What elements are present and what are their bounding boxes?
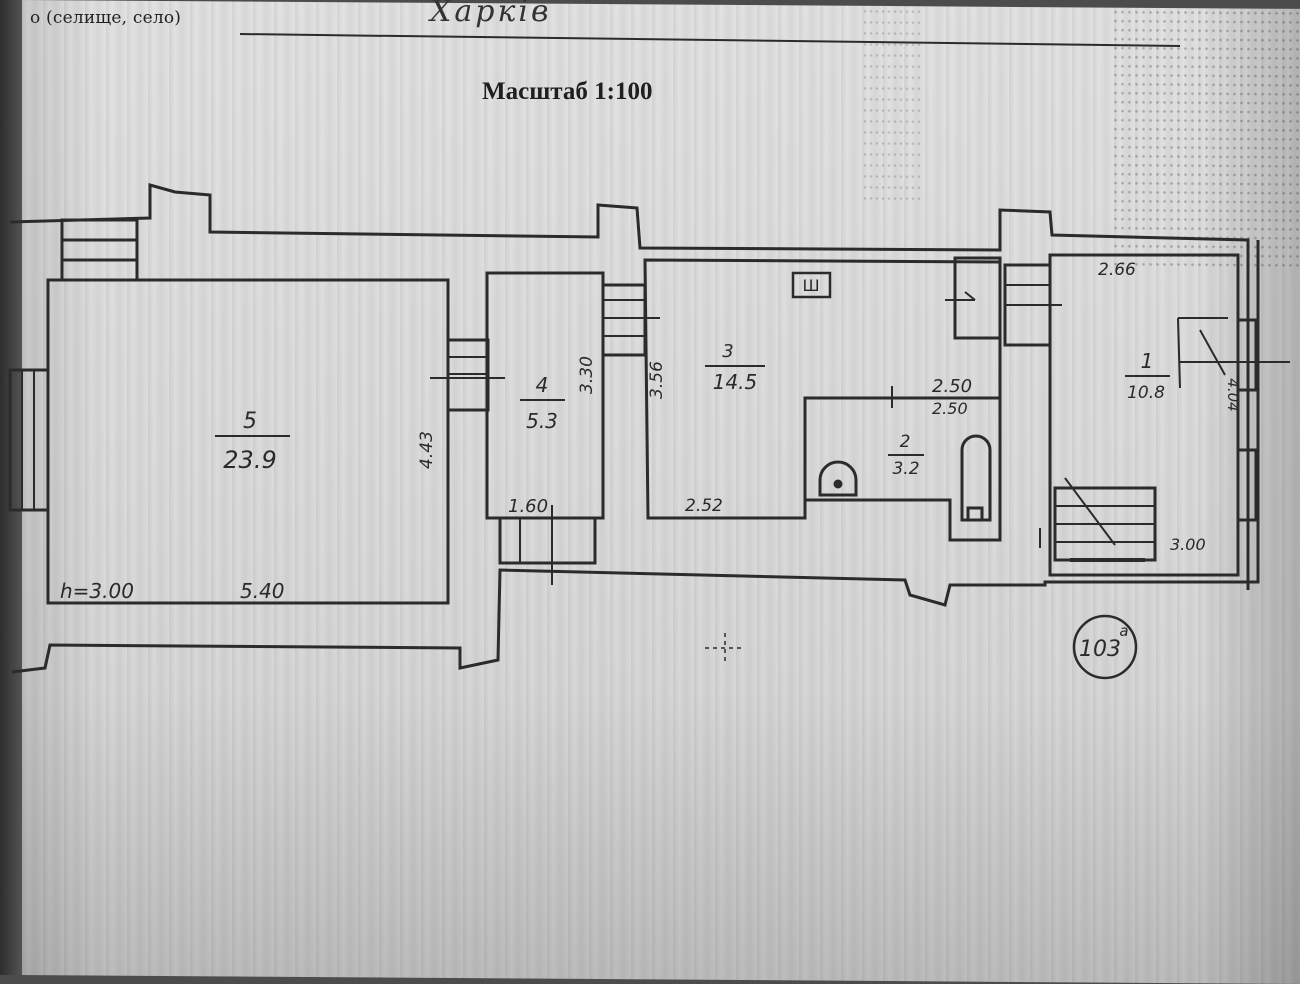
dim-room1-width: 2.66 bbox=[1098, 260, 1136, 280]
dim-height-note: h=3.00 bbox=[60, 579, 134, 603]
dim-room5-width: 4.43 bbox=[417, 431, 437, 469]
dim-room2-top: 2.50 bbox=[932, 376, 972, 397]
room-1-number: 1 bbox=[1141, 349, 1154, 373]
box-marker-label: Ш bbox=[802, 276, 819, 295]
entry-stairs bbox=[60, 218, 139, 282]
outer-wall-bottom bbox=[11, 240, 1260, 674]
building-marker-label: 103 bbox=[1079, 637, 1121, 662]
box-marker bbox=[791, 271, 832, 299]
room-4-area: 5.3 bbox=[526, 409, 558, 433]
building-marker-circle bbox=[1072, 614, 1138, 680]
room-3-number: 3 bbox=[722, 341, 733, 362]
dim-room5-length: 5.40 bbox=[240, 579, 285, 603]
room-labels: 5 23.9 4 5.3 3 14.5 2 3.2 1 10.8 bbox=[215, 341, 1170, 479]
dimension-labels: h=3.00 5.40 4.43 3.30 1.60 3.56 2.52 2.5… bbox=[60, 260, 1242, 603]
left-window bbox=[8, 368, 50, 512]
locality-caption: о (селище, село) bbox=[30, 8, 182, 28]
room-4-number: 4 bbox=[536, 373, 549, 397]
right-window-top bbox=[1236, 318, 1258, 392]
room-1-outline bbox=[1048, 253, 1240, 577]
room-2-area: 3.2 bbox=[892, 459, 919, 479]
room-3-outline bbox=[643, 258, 1002, 542]
dim-room1-bottom: 3.00 bbox=[1170, 535, 1206, 554]
room-2-number: 2 bbox=[900, 432, 911, 452]
dim-room4-height: 3.30 bbox=[577, 356, 597, 394]
dim-room2-inner: 2.50 bbox=[932, 399, 968, 418]
marks: Ш 103 а bbox=[802, 276, 1128, 662]
stove-symbol bbox=[818, 460, 858, 497]
dim-room3-height: 3.56 bbox=[647, 361, 667, 399]
door-4-3 bbox=[601, 283, 647, 357]
room-5-number: 5 bbox=[243, 409, 257, 434]
room-2-outline bbox=[803, 396, 1000, 500]
outer-wall-top bbox=[9, 183, 1250, 590]
plan-lines bbox=[8, 33, 1290, 680]
dim-room1-height: 4.04 bbox=[1224, 378, 1242, 411]
header-underline bbox=[239, 33, 1181, 47]
dim-room3-width: 2.52 bbox=[685, 496, 723, 516]
right-window-bottom bbox=[1236, 448, 1258, 522]
room-3-area: 14.5 bbox=[713, 370, 758, 394]
room-5-area: 23.9 bbox=[223, 446, 276, 474]
building-marker-suffix: а bbox=[1119, 622, 1128, 640]
scale-label: Масштаб 1:100 bbox=[482, 78, 653, 105]
vent-block bbox=[953, 256, 1002, 340]
room-1-area: 10.8 bbox=[1127, 383, 1165, 403]
bathtub bbox=[960, 434, 992, 522]
city-name: Харків bbox=[430, 0, 552, 29]
dim-room4-width: 1.60 bbox=[508, 496, 548, 517]
room-5-outline bbox=[46, 278, 450, 605]
door-4-bottom bbox=[498, 516, 597, 565]
